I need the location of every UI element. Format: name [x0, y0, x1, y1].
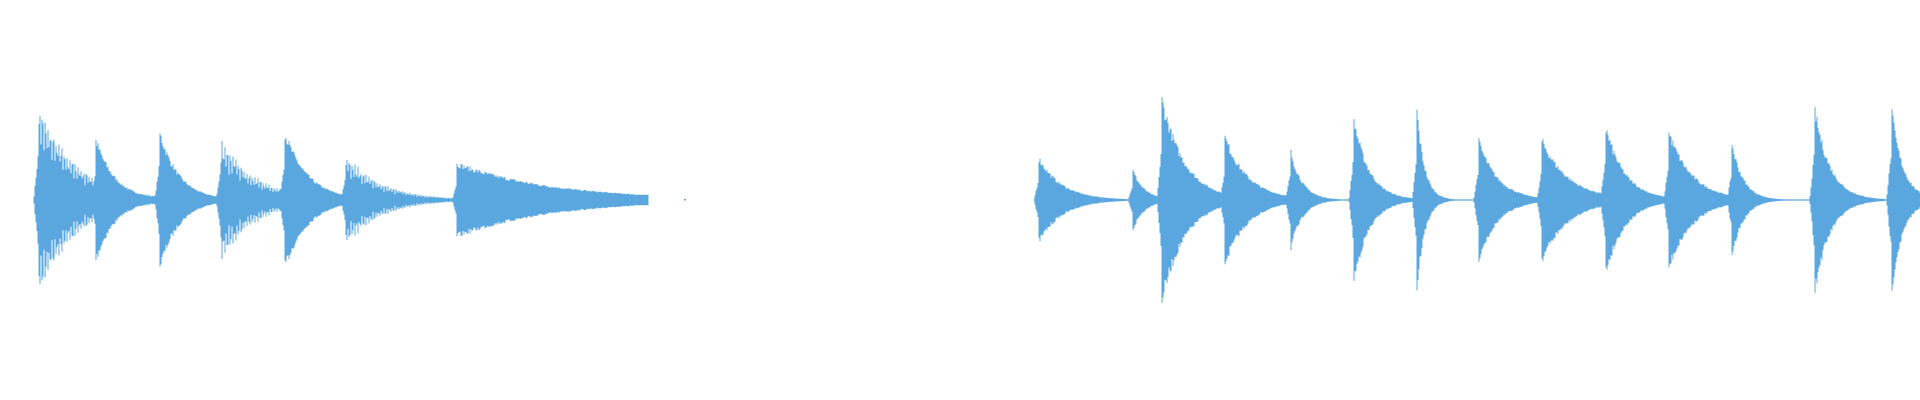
waveform-trace — [1033, 97, 1920, 303]
waveform-trace — [33, 115, 649, 285]
waveform-right-phrase — [1033, 97, 1920, 303]
waveform-blip — [684, 199, 686, 201]
waveform-left-phrase — [33, 115, 649, 285]
